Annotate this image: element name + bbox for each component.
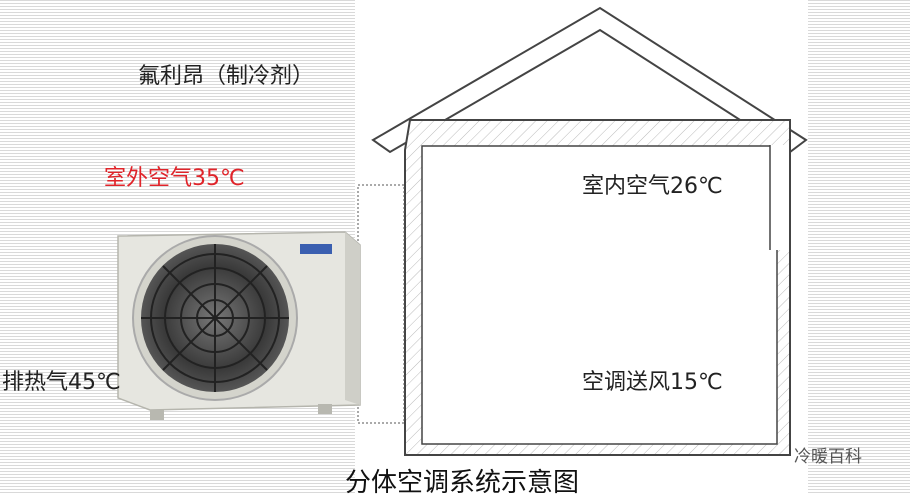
outdoor-air-label: 室外空气35℃ <box>104 166 245 191</box>
refrigerant-label: 氟利昂（制冷剂） <box>138 64 315 89</box>
house <box>371 6 808 456</box>
outdoor-unit <box>117 231 361 420</box>
striped-background-right <box>808 0 910 493</box>
watermark-text: 冷暖百科 <box>794 447 862 467</box>
diagram-caption: 分体空调系统示意图 <box>345 468 580 498</box>
supply-air-label: 空调送风15℃ <box>582 370 723 395</box>
pipe-conduit <box>357 184 405 424</box>
exhaust-air-label: 排热气45℃ <box>2 370 121 395</box>
indoor-air-label: 室内空气26℃ <box>582 174 723 199</box>
